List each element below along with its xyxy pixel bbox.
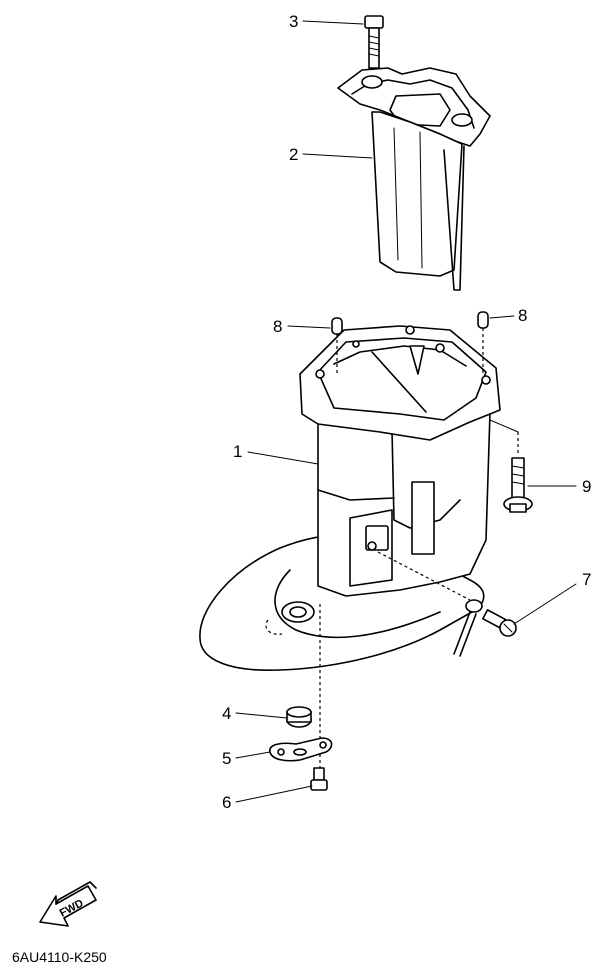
callout-7: 7 — [582, 570, 591, 589]
callout-4: 4 — [222, 704, 231, 723]
dowel-pin-right-part-8 — [477, 311, 489, 376]
grommet-part-4 — [286, 706, 312, 728]
part-code: 6AU4110-K250 — [12, 949, 107, 965]
bolt-part-9 — [489, 419, 533, 513]
callout-9: 9 — [582, 477, 591, 496]
gasket-plate-part-5 — [269, 737, 333, 762]
callout-2: 2 — [289, 145, 298, 164]
upper-housing-part-2 — [337, 67, 491, 291]
lower-casing-part-1 — [199, 325, 501, 672]
callout-3: 3 — [289, 12, 298, 31]
callout-6: 6 — [222, 793, 231, 812]
callout-5: 5 — [222, 749, 231, 768]
callout-8-right: 8 — [518, 306, 527, 325]
screw-part-7 — [377, 551, 517, 657]
leader-lines — [235, 20, 577, 803]
dowel-pin-left-part-8 — [331, 317, 343, 374]
callout-8-left: 8 — [273, 317, 282, 336]
callout-1: 1 — [233, 442, 242, 461]
fwd-arrow-icon: FWD — [39, 881, 97, 927]
bolt-part-6 — [310, 767, 328, 791]
